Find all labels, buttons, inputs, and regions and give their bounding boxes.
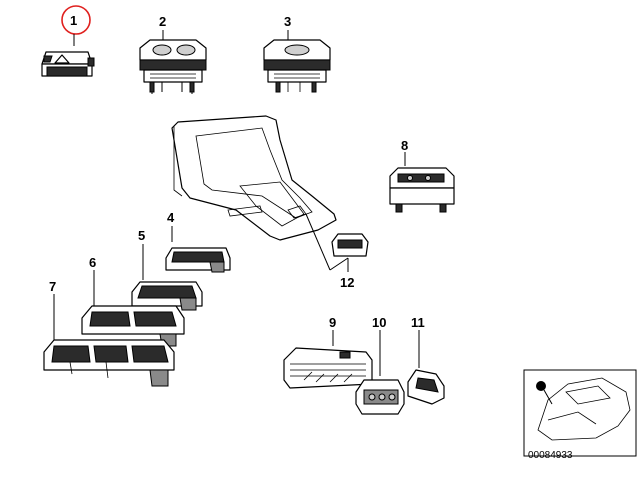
location-marker	[536, 381, 546, 391]
part-5-single-bezel[interactable]	[131, 244, 203, 311]
label-part-7: 7	[49, 279, 56, 294]
part-8-switch[interactable]	[389, 152, 455, 213]
part-10-switch-cluster[interactable]	[355, 330, 405, 415]
label-part-5: 5	[138, 228, 145, 243]
diagram-code: 00084933	[528, 450, 573, 461]
part-9-control-module[interactable]	[283, 330, 373, 389]
part-2-double-switch[interactable]	[139, 30, 207, 94]
label-part-10: 10	[372, 315, 386, 330]
label-part-3: 3	[284, 14, 291, 29]
label-part-2: 2	[159, 14, 166, 29]
label-part-4: 4	[167, 210, 175, 225]
part-4-single-bezel[interactable]	[165, 226, 231, 273]
part-1-hazard-switch[interactable]	[41, 5, 95, 77]
part-7-triple-bezel[interactable]	[43, 294, 175, 387]
part-12-cover[interactable]	[305, 213, 369, 272]
highlight-circle	[61, 5, 91, 35]
label-part-1: 1	[70, 13, 77, 28]
part-3-switch[interactable]	[263, 30, 331, 93]
label-part-9: 9	[329, 315, 336, 330]
console-trim-frame[interactable]	[171, 115, 337, 241]
part-6-double-bezel[interactable]	[81, 270, 185, 347]
part-11-small-switch[interactable]	[407, 330, 445, 405]
vehicle-location-inset: 00084933	[523, 369, 637, 461]
label-part-11: 11	[411, 315, 425, 330]
label-part-12: 12	[340, 275, 354, 290]
label-part-6: 6	[89, 255, 96, 270]
label-part-8: 8	[401, 138, 408, 153]
